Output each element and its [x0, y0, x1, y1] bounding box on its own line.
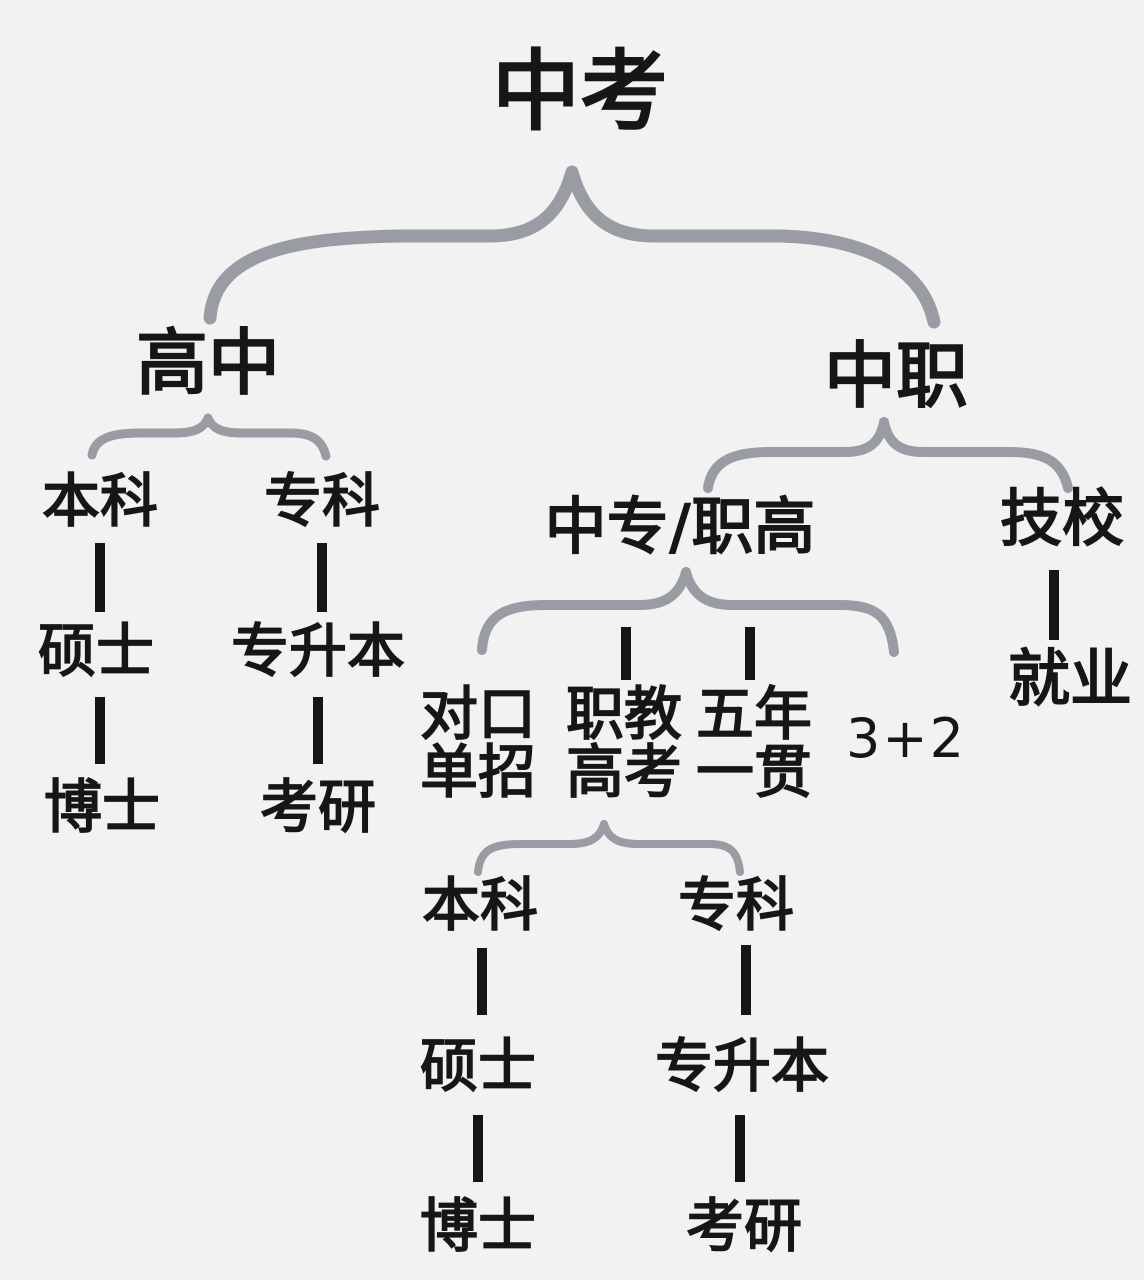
- brace-root: [203, 165, 941, 329]
- sv-master-node: 硕士: [419, 1032, 537, 1100]
- root-node: 中考: [491, 40, 669, 143]
- sv-upgrade-node: 专升本: [654, 1032, 830, 1100]
- zhijiao-line2: 高考: [565, 738, 683, 806]
- wunian-line2: 一贯: [695, 738, 813, 806]
- sv-doctor-node: 博士: [419, 1192, 537, 1260]
- hs-grad-exam-node: 考研: [259, 773, 377, 841]
- hs-master-node: 硕士: [37, 617, 155, 685]
- wunian-line1: 五年: [695, 680, 813, 748]
- duikou-line2: 单招: [419, 738, 537, 806]
- wunian-node: 五年 一贯: [696, 685, 812, 801]
- duikou-line1: 对口: [419, 680, 537, 748]
- hs-upgrade-node: 专升本: [230, 617, 406, 685]
- sv-college-node: 专科: [677, 871, 795, 939]
- sv-grad-exam-node: 考研: [685, 1192, 803, 1260]
- three-plus-two-node: 3+2: [846, 707, 966, 770]
- vocational-node: 中职: [823, 334, 969, 418]
- brace-vocational-exam: [474, 820, 744, 876]
- hs-undergrad-node: 本科: [41, 467, 159, 535]
- high-school-node: 高中: [135, 321, 281, 405]
- hs-doctor-node: 博士: [43, 773, 161, 841]
- sv-undergrad-node: 本科: [421, 871, 539, 939]
- brace-high-school: [87, 413, 331, 461]
- employment-node: 就业: [1007, 642, 1133, 715]
- secondary-vocational-node: 中专/职高: [544, 490, 816, 563]
- hs-college-node: 专科: [263, 467, 381, 535]
- brace-vocational: [703, 417, 1073, 493]
- technical-school-node: 技校: [999, 482, 1125, 555]
- brace-secondary-vocational: [477, 567, 899, 657]
- zhijiao-node: 职教 高考: [566, 685, 682, 801]
- zhijiao-line1: 职教: [565, 680, 683, 748]
- duikou-node: 对口 单招: [420, 685, 536, 801]
